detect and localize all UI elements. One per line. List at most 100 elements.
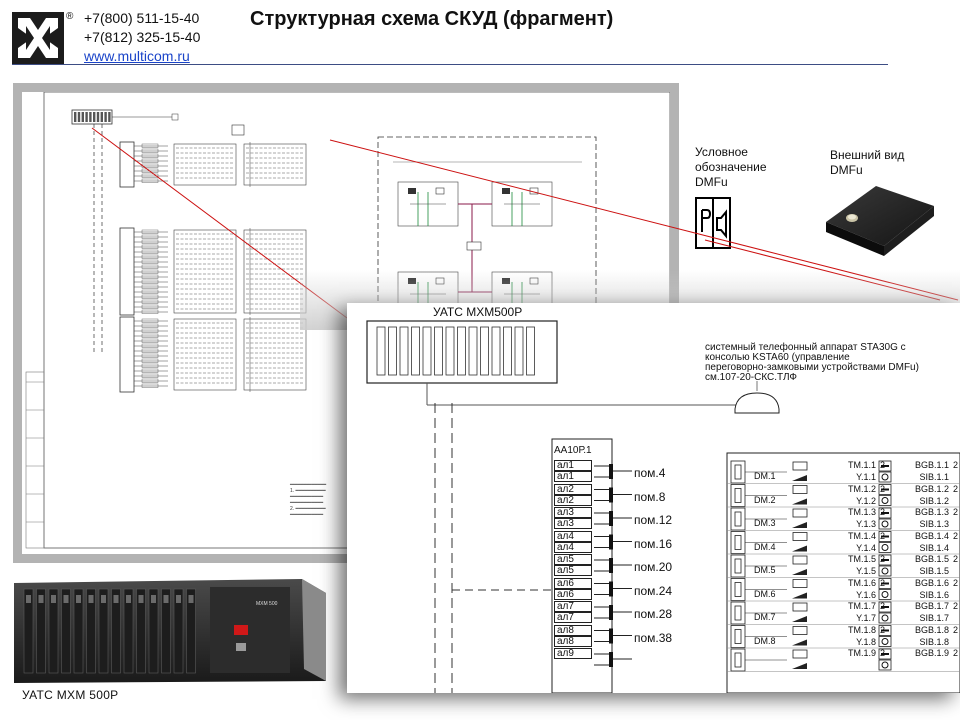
socket-icon [609, 558, 613, 573]
dmfu-symbol [734, 464, 742, 480]
power-box [466, 241, 482, 251]
pair-count: 2 [953, 648, 959, 658]
tm-reader-icon [792, 508, 808, 518]
pair-count: 2 [880, 648, 886, 658]
external-view-caption: Внешний вид DMFu [830, 148, 905, 177]
rack-card [161, 588, 171, 674]
device-column [173, 229, 237, 314]
bgb-label: BGB.1.4 [914, 530, 949, 541]
line-label-box [141, 333, 159, 338]
pair-count: 2 [953, 577, 959, 588]
rack-card-led [76, 595, 81, 603]
lock-icon [792, 592, 807, 599]
dmfu-symbol [734, 488, 742, 503]
pair-count: 2 [880, 577, 886, 588]
sib-label: SIB.1.1 [919, 472, 949, 482]
lock-icon [792, 663, 807, 669]
sib-label: SIB.1.3 [919, 519, 949, 529]
pair-count: 2 [953, 554, 959, 564]
line-label-box [141, 353, 159, 358]
uats-mini-slot [77, 112, 81, 122]
uats-mini-slot [81, 112, 84, 122]
y-label: Y.1.1 [856, 472, 876, 482]
sib-button [881, 638, 889, 645]
room-label: пом.8 [634, 489, 666, 504]
pair-count: 2 [953, 601, 959, 611]
door-reader [408, 188, 416, 194]
telephone-icon [734, 392, 780, 414]
y-label: Y.1.7 [856, 613, 876, 623]
socket-icon [609, 534, 613, 550]
sib-button [881, 661, 889, 669]
bgb-label: BGB.1.3 [914, 507, 949, 517]
rack-card [173, 588, 184, 674]
line-port-1: ал8 [554, 624, 592, 636]
tm-reader-icon [792, 532, 808, 541]
sib-icon [878, 565, 892, 577]
tm-label: TM.1.5 [847, 554, 876, 564]
sib-button [881, 591, 889, 598]
sib-label: SIB.1.2 [919, 495, 949, 506]
pair-count: 2 [953, 507, 959, 517]
uats-label: УАТС МХМ500Р [433, 305, 523, 319]
sib-button [881, 520, 889, 528]
room-label: пом.12 [634, 513, 673, 527]
registered-mark: ® [66, 11, 74, 22]
lock-icon [792, 616, 807, 622]
line-label-box [141, 378, 159, 383]
sib-icon [878, 612, 892, 624]
line-port-1: ал7 [554, 601, 592, 612]
title-stamp-strip [25, 371, 45, 549]
rack-card [23, 588, 34, 674]
tm-reader-icon [792, 555, 808, 565]
zoomed-fragment: УАТС МХМ500Р системный телефонный аппара… [347, 303, 960, 693]
uats-slot [514, 326, 524, 376]
sib-icon [878, 659, 892, 671]
rack-card-led [188, 595, 194, 603]
sib-label: SIB.1.8 [919, 636, 949, 647]
rack-card [48, 588, 59, 674]
lock-icon [792, 639, 807, 646]
uats-mini-slot [93, 112, 96, 122]
pair-count: 2 [880, 460, 886, 470]
phone-1: +7(800) 511-15-40 [84, 10, 200, 26]
dmfu-symbol [684, 188, 745, 273]
rack-card-led [63, 595, 69, 603]
sib-label: SIB.1.6 [919, 589, 949, 600]
tm-reader-icon [792, 649, 808, 659]
line-port-2: ал6 [554, 588, 592, 600]
rack-card [86, 588, 96, 674]
bgb-bar [881, 629, 889, 632]
rack-card-led [163, 595, 169, 603]
uats-slot [468, 326, 478, 376]
uats-mini-slot [74, 112, 77, 122]
rack-card-led [176, 595, 181, 603]
rack-card-led [138, 595, 144, 603]
line-port-2: ал8 [554, 635, 592, 647]
line-label-box [141, 368, 159, 373]
bgb-bar [881, 582, 889, 585]
tm-label: TM.1.4 [847, 530, 876, 541]
dm-label: DM.1 [754, 471, 776, 481]
telephone-note: системный телефонный аппарат STA30G с ко… [705, 342, 919, 383]
socket-icon [609, 652, 613, 667]
phone-mini [171, 113, 179, 121]
multicom-logo [12, 12, 64, 64]
rack-card [36, 588, 46, 674]
rack-card [148, 588, 159, 674]
device-column [173, 143, 237, 186]
device-column [243, 318, 307, 391]
line-label-box [141, 343, 159, 348]
rack-card-led [101, 595, 106, 603]
bgb-bar [881, 488, 889, 491]
bgb-bar [881, 465, 889, 467]
bgb-bar [881, 559, 889, 561]
website-link[interactable]: www.multicom.ru [84, 48, 190, 64]
line-label-box [141, 358, 159, 363]
device-column [243, 143, 307, 186]
schematic-notes: ━━━━━━━━━━━━1. ━━━━━━━━━━━━━━━━━━━━━━━━━… [290, 482, 327, 518]
page-title: Структурная схема СКУД (фрагмент) [250, 8, 614, 30]
bgb-bar [881, 653, 889, 655]
pair-count: 2 [953, 624, 959, 635]
